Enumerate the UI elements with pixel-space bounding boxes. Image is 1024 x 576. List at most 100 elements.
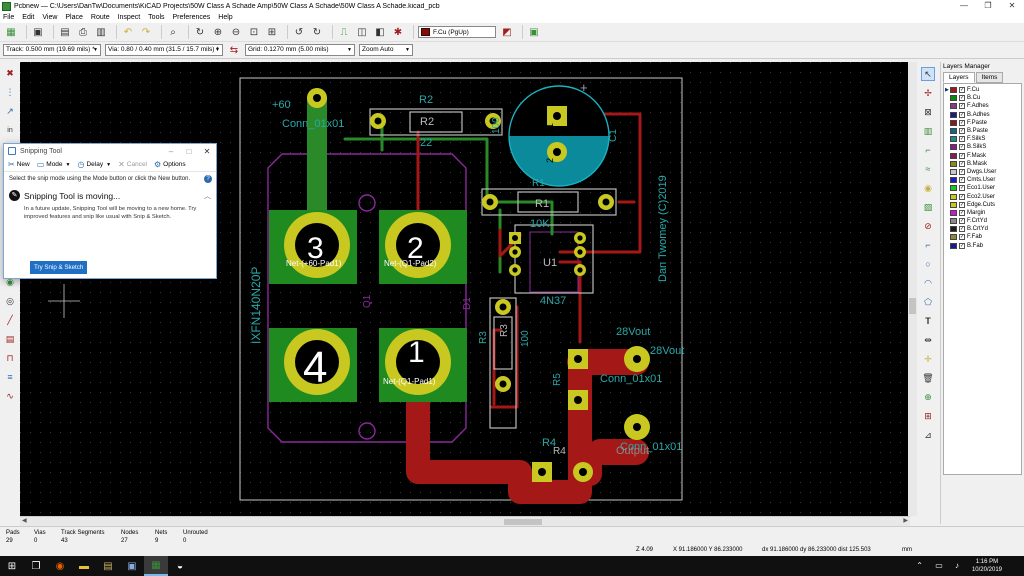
horizontal-scroll-thumb[interactable] bbox=[504, 519, 542, 525]
microwave-tools-icon[interactable]: ∿ bbox=[6, 390, 14, 401]
layer-visibility-checkbox[interactable]: ✓ bbox=[959, 119, 965, 126]
layer-row[interactable]: ✓F.Mask bbox=[945, 152, 1020, 160]
add-via-icon[interactable]: ◉ bbox=[924, 182, 932, 193]
layer-row[interactable]: ✓F.SilkS bbox=[945, 135, 1020, 143]
layer-color-swatch[interactable] bbox=[950, 119, 957, 126]
layers-manager-toggle-icon[interactable]: ≡ bbox=[7, 372, 13, 382]
menu-tools[interactable]: Tools bbox=[148, 14, 165, 21]
layer-color-swatch[interactable] bbox=[950, 95, 957, 102]
try-snip-sketch-button[interactable]: Try Snip & Sketch bbox=[30, 261, 88, 274]
zoom-selection-icon[interactable]: ⊞ bbox=[267, 26, 277, 38]
pcbnew-taskbar-icon[interactable]: ▦ bbox=[144, 556, 168, 576]
plot-icon[interactable]: ▥ bbox=[96, 26, 106, 38]
units-inch-icon[interactable]: in bbox=[7, 126, 13, 134]
board-setup-icon[interactable]: ▦ bbox=[6, 26, 16, 38]
pcb-drawing[interactable]: +60 Conn_01x01 R2 R2 100 22 C1 + R1 R1 1… bbox=[20, 62, 908, 516]
route-diff-pair-icon[interactable]: ≈ bbox=[925, 164, 931, 174]
local-ratsnest-icon[interactable]: ⊠ bbox=[924, 106, 932, 117]
route-track-icon[interactable]: ⌐ bbox=[925, 145, 931, 155]
layer-visibility-checkbox[interactable]: ✓ bbox=[959, 111, 965, 118]
layer-visibility-checkbox[interactable]: ✓ bbox=[959, 201, 965, 208]
layer-color-swatch[interactable] bbox=[950, 152, 957, 159]
zoom-out-icon[interactable]: ⊖ bbox=[231, 26, 241, 38]
layer-row[interactable]: ✓Cmts.User bbox=[945, 176, 1020, 184]
snip-delay-button[interactable]: ◷Delay▼ bbox=[78, 160, 112, 169]
clock[interactable]: 1:16 PM 10/20/2019 bbox=[972, 558, 1002, 574]
refresh-icon[interactable]: ↻ bbox=[195, 26, 205, 38]
kicad-taskbar-icon[interactable]: ▣ bbox=[127, 560, 137, 572]
layer-row[interactable]: ✓B.Paste bbox=[945, 127, 1020, 135]
layer-color-swatch[interactable] bbox=[950, 193, 957, 200]
snipping-tool-taskbar-icon[interactable]: ◒ bbox=[176, 560, 184, 572]
netlist-icon[interactable]: ⎍ bbox=[340, 26, 348, 38]
layer-color-swatch[interactable] bbox=[950, 168, 957, 175]
track-sketch-icon[interactable]: ╱ bbox=[7, 314, 13, 325]
layer-visibility-checkbox[interactable]: ✓ bbox=[959, 209, 965, 216]
layer-visibility-checkbox[interactable]: ✓ bbox=[959, 242, 965, 249]
snip-new-button[interactable]: ✂New bbox=[8, 160, 30, 169]
layer-row[interactable]: ✓Margin bbox=[945, 209, 1020, 217]
drc-marker-icon[interactable]: ✖ bbox=[6, 67, 14, 78]
select-tool-icon[interactable]: ↖ bbox=[921, 67, 935, 81]
grid-origin-icon[interactable]: ⊞ bbox=[924, 410, 932, 421]
layer-visibility-checkbox[interactable]: ✓ bbox=[959, 168, 965, 175]
layer-row[interactable]: ✓B.SilkS bbox=[945, 143, 1020, 151]
layer-row[interactable]: ✓B.Adhes bbox=[945, 111, 1020, 119]
layer-color-swatch[interactable] bbox=[950, 209, 957, 216]
page-setup-icon[interactable]: ▤ bbox=[60, 26, 70, 38]
measure-tool-icon[interactable]: ⊿ bbox=[924, 429, 932, 440]
track-width-select[interactable]: Track: 0.500 mm (19.69 mils) *▼ bbox=[3, 44, 101, 56]
polar-coords-icon[interactable]: ↗ bbox=[6, 105, 14, 116]
zoom-fit-icon[interactable]: ⊡ bbox=[249, 26, 259, 38]
snip-options-button[interactable]: ⚙Options bbox=[154, 160, 186, 169]
grid-toggle-icon[interactable]: ⋮ bbox=[5, 86, 15, 97]
layer-color-swatch[interactable] bbox=[950, 160, 957, 167]
layer-color-swatch[interactable] bbox=[950, 103, 957, 110]
vertical-scrollbar[interactable] bbox=[908, 62, 917, 516]
help-icon[interactable]: ? bbox=[204, 175, 212, 183]
scripting-console-icon[interactable]: ▣ bbox=[529, 26, 539, 38]
drill-origin-icon[interactable]: ⊕ bbox=[924, 391, 932, 402]
minimize-button[interactable]: — bbox=[960, 1, 968, 10]
close-button[interactable]: ✕ bbox=[1008, 1, 1016, 10]
find-icon[interactable]: ⌕ bbox=[170, 26, 176, 38]
snip-mode-button[interactable]: ▭Mode▼ bbox=[37, 160, 71, 169]
layer-visibility-checkbox[interactable]: ✓ bbox=[959, 218, 965, 225]
layer-visibility-checkbox[interactable]: ✓ bbox=[959, 87, 965, 94]
start-button-icon[interactable]: ⊞ bbox=[7, 560, 17, 572]
layer-visibility-checkbox[interactable]: ✓ bbox=[959, 103, 965, 110]
layer-visibility-checkbox[interactable]: ✓ bbox=[959, 152, 965, 159]
zoom-select[interactable]: Zoom Auto▼ bbox=[359, 44, 413, 56]
tab-layers[interactable]: Layers bbox=[943, 72, 975, 83]
layer-color-swatch[interactable] bbox=[950, 201, 957, 208]
layer-color-swatch[interactable] bbox=[950, 177, 957, 184]
save-icon[interactable]: ▣ bbox=[33, 26, 43, 38]
layer-row[interactable]: ✓F.Paste bbox=[945, 119, 1020, 127]
track-via-auto-icon[interactable]: ⇆ bbox=[229, 44, 239, 56]
layer-color-swatch[interactable] bbox=[950, 242, 957, 249]
layer-color-swatch[interactable] bbox=[950, 234, 957, 241]
menu-help[interactable]: Help bbox=[218, 14, 233, 21]
add-arc-icon[interactable]: ◠ bbox=[924, 277, 932, 288]
delete-tool-icon[interactable]: 🗑 bbox=[922, 372, 934, 383]
layer-row[interactable]: ✓Dwgs.User bbox=[945, 168, 1020, 176]
via-size-select[interactable]: Via: 0.80 / 0.40 mm (31.5 / 15.7 mils) *… bbox=[105, 44, 223, 56]
active-layer-select[interactable]: F.Cu (PgUp) bbox=[418, 26, 496, 38]
zoom-in-icon[interactable]: ⊕ bbox=[213, 26, 223, 38]
chevron-up-icon[interactable]: ︿ bbox=[204, 192, 211, 200]
layer-row[interactable]: ✓B.Fab bbox=[945, 242, 1020, 250]
pad-sketch-icon[interactable]: ◉ bbox=[6, 276, 14, 287]
microwave-icon[interactable]: ⊓ bbox=[6, 352, 14, 363]
layer-row[interactable]: ✓B.Cu bbox=[945, 94, 1020, 102]
layer-color-swatch[interactable] bbox=[950, 144, 957, 151]
layer-color-swatch[interactable] bbox=[950, 185, 957, 192]
add-text-icon[interactable]: T bbox=[925, 316, 931, 326]
add-target-icon[interactable]: ✛ bbox=[924, 353, 932, 364]
drc-icon[interactable]: ✱ bbox=[393, 26, 403, 38]
highlight-net-icon[interactable]: ✢ bbox=[924, 87, 932, 98]
scroll-right-icon[interactable]: ▶ bbox=[903, 518, 908, 524]
snip-cancel-button[interactable]: ✕Cancel bbox=[118, 160, 147, 169]
layer-row[interactable]: ✓F.CrtYd bbox=[945, 217, 1020, 225]
add-polygon-icon[interactable]: ⬠ bbox=[924, 296, 932, 307]
layer-visibility-checkbox[interactable]: ✓ bbox=[959, 160, 965, 167]
